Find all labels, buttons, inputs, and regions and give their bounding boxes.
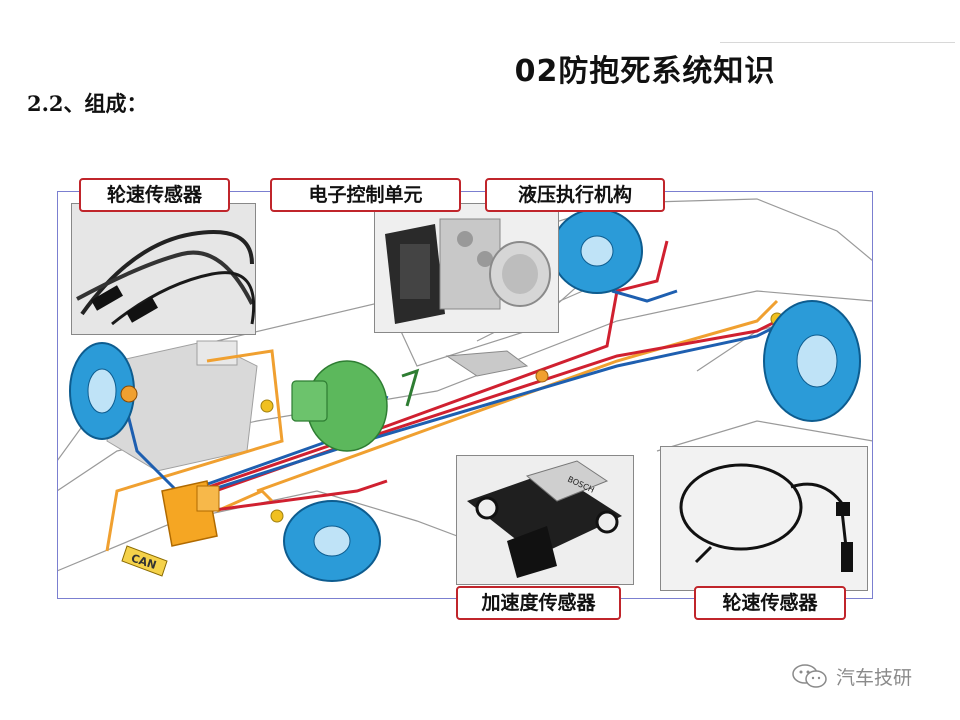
orange-line-1 [105, 349, 284, 552]
orange-line-3 [216, 489, 274, 513]
photo-wheel-speed-sensor-bottom [660, 446, 868, 591]
label-acceleration-sensor: 加速度传感器 [456, 586, 621, 620]
label-wheel-speed-sensor-top: 轮速传感器 [79, 178, 230, 212]
abs-module [161, 480, 220, 547]
red-line-3 [206, 479, 388, 513]
watermark-text: 汽车技研 [836, 666, 913, 689]
section-subtitle: 2.2、组成： [27, 91, 148, 116]
label-ecu: 电子控制单元 [270, 178, 461, 212]
photo-wheel-speed-sensor-top [71, 203, 256, 335]
can-tag: CAN [121, 545, 168, 577]
brake-disc-rear-right [551, 208, 643, 294]
brake-disc-front-right [763, 300, 861, 422]
watermark: 汽车技研 [790, 662, 912, 690]
engine-block [106, 340, 258, 472]
orange-line-2 [256, 299, 779, 493]
photo-acceleration-sensor: BOSCH [456, 455, 634, 585]
blue-line-1 [191, 319, 788, 498]
label-wheel-speed-sensor-bottom: 轮速传感器 [694, 586, 846, 620]
brake-disc-front-left [69, 342, 138, 440]
blue-line-4 [611, 289, 678, 303]
page-title: 02防抱死系统知识 [514, 54, 776, 89]
photo-ecu-hydraulic-unit [374, 203, 559, 333]
header-rule [720, 42, 955, 43]
blue-line-3 [125, 410, 179, 493]
brake-booster [291, 360, 420, 452]
wechat-icon [792, 664, 827, 688]
label-hydraulic-actuator: 液压执行机构 [485, 178, 665, 212]
brake-disc-rear-left [283, 500, 381, 582]
